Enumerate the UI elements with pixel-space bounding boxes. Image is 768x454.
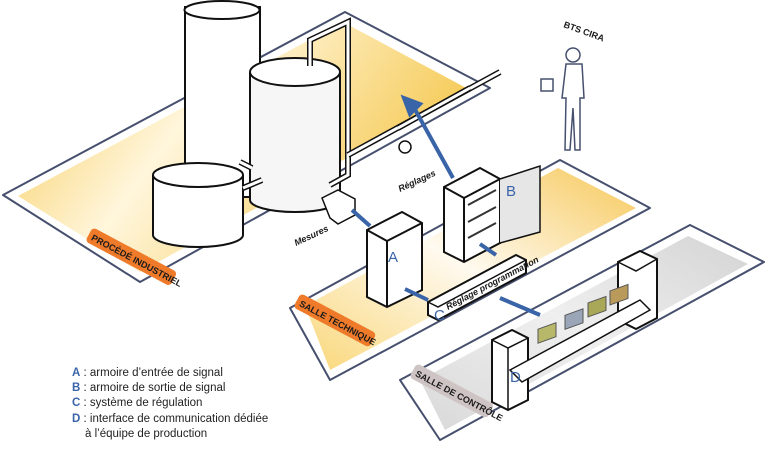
legend-item-d-continuation: à l’équipe de production xyxy=(85,427,208,440)
letter-d: D xyxy=(510,369,521,386)
console-d xyxy=(491,249,658,412)
valve-icon xyxy=(398,140,412,154)
cabinet-b xyxy=(443,164,541,264)
tank-small xyxy=(152,159,264,248)
legend-item-d: D : interface de communication dédiée xyxy=(72,412,269,425)
arrow-mesures-to-a xyxy=(350,208,372,228)
label-mesures: Mesures xyxy=(293,223,330,248)
letter-b: B xyxy=(506,183,516,200)
operator-figure-icon xyxy=(540,47,585,151)
arrow-head-icon xyxy=(400,94,424,118)
legend-item-b: B : armoire de sortie de signal xyxy=(72,382,226,395)
bar-reglage-programmation xyxy=(427,253,527,322)
arrows xyxy=(350,94,541,317)
arrow-c-to-b xyxy=(478,242,498,257)
legend-item-c: C : système de régulation xyxy=(72,397,203,410)
arrow-b-to-reglages xyxy=(410,103,455,179)
cabinet-a xyxy=(366,210,423,309)
legend: A : armoire d’entrée de signal B : armoi… xyxy=(72,366,268,442)
arrow-a-to-c xyxy=(404,287,429,302)
letter-a: A xyxy=(388,249,398,266)
pipe xyxy=(307,17,502,188)
label-reglages: Réglages xyxy=(397,168,438,194)
legend-item-a: A : armoire d’entrée de signal xyxy=(72,367,223,379)
arrow-c-to-d xyxy=(499,296,541,317)
figure-title: BTS CIRA xyxy=(562,19,606,43)
letter-c: C xyxy=(434,307,445,324)
tank-right xyxy=(249,57,341,213)
sensor-box xyxy=(321,189,356,225)
